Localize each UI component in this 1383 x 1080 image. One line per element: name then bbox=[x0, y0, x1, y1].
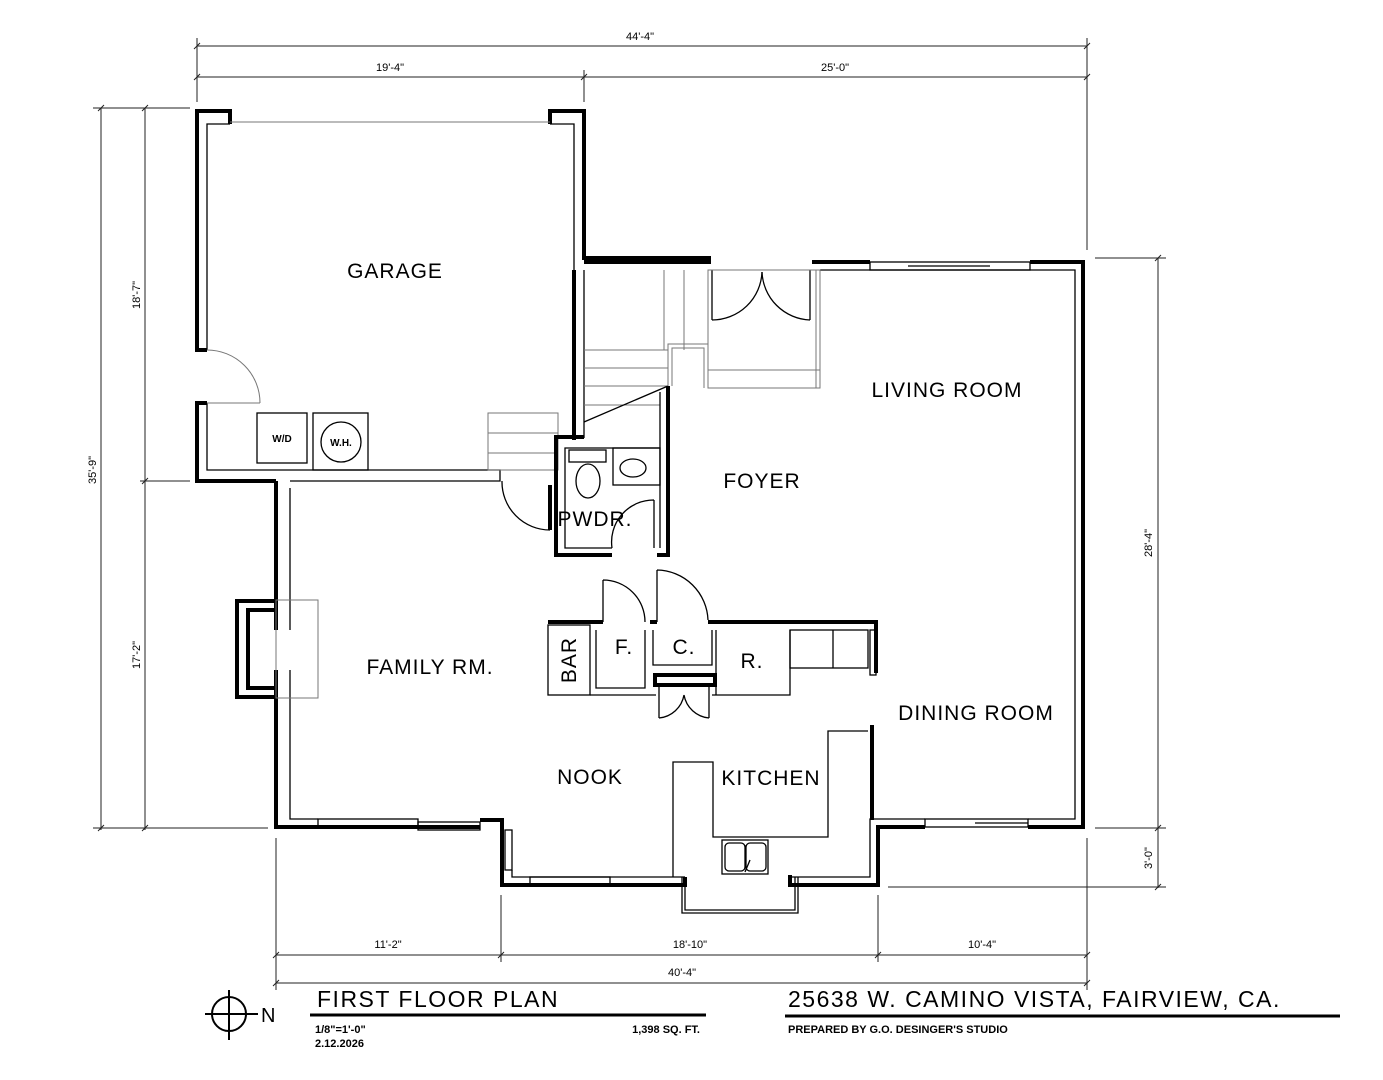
dim-top-right: 25'-0" bbox=[821, 62, 849, 74]
dim-bottom-mid: 18'-10" bbox=[673, 939, 707, 951]
dimension-lines bbox=[93, 38, 1166, 990]
room-label-living: LIVING ROOM bbox=[871, 379, 1022, 402]
north-label: N bbox=[261, 1005, 275, 1027]
room-label-closet: C. bbox=[673, 636, 696, 659]
plan-area: 1,398 SQ. FT. bbox=[632, 1024, 700, 1036]
plan-scale: 1/8"=1'-0" bbox=[315, 1024, 366, 1036]
stairs bbox=[572, 270, 709, 440]
dim-bottom-right: 10'-4" bbox=[968, 939, 996, 951]
dim-left-total: 35'-9" bbox=[87, 456, 99, 484]
dim-left-lower: 17'-2" bbox=[131, 641, 143, 669]
room-label-foyer: FOYER bbox=[723, 470, 800, 493]
water-heater bbox=[312, 412, 369, 471]
dim-bottom-left: 11'-2" bbox=[374, 939, 401, 951]
room-label-freezer: F. bbox=[615, 636, 633, 659]
dim-left-upper: 18'-7" bbox=[131, 281, 143, 309]
powder-room bbox=[501, 386, 670, 557]
kitchen-counters bbox=[672, 725, 874, 877]
garage-walls bbox=[195, 109, 711, 483]
prepared-by: PREPARED BY G.O. DESINGER'S STUDIO bbox=[788, 1024, 1008, 1036]
dim-top-left: 19'-4" bbox=[376, 62, 404, 74]
room-label-bar: BAR bbox=[558, 637, 581, 683]
room-label-refrigerator: R. bbox=[741, 650, 764, 673]
entry-doors bbox=[584, 260, 821, 389]
room-label-garage: GARAGE bbox=[347, 260, 443, 283]
house-exterior-walls bbox=[274, 260, 1085, 914]
room-label-family: FAMILY RM. bbox=[366, 656, 493, 679]
room-label-nook: NOOK bbox=[557, 766, 623, 789]
room-label-powder: PWDR. bbox=[558, 508, 633, 531]
plan-date: 2.12.2026 bbox=[315, 1038, 364, 1050]
dim-bottom-total: 40'-4" bbox=[668, 967, 696, 979]
fireplace bbox=[235, 599, 319, 699]
washer-dryer-label: W/D bbox=[272, 434, 291, 445]
room-label-kitchen: KITCHEN bbox=[721, 767, 820, 790]
plan-title: FIRST FLOOR PLAN bbox=[317, 986, 559, 1012]
washer-dryer bbox=[256, 412, 308, 464]
room-label-dining: DINING ROOM bbox=[898, 702, 1054, 725]
kitchen-core bbox=[547, 569, 878, 719]
dim-right-bay: 3'-0" bbox=[1143, 847, 1155, 869]
garage-steps bbox=[487, 412, 559, 471]
north-arrow bbox=[205, 990, 258, 1040]
project-address: 25638 W. CAMINO VISTA, FAIRVIEW, CA. bbox=[788, 986, 1281, 1012]
water-heater-label: W.H. bbox=[330, 438, 352, 449]
dim-top-total: 44'-4" bbox=[626, 31, 654, 43]
dim-right-main: 28'-4" bbox=[1143, 529, 1155, 557]
